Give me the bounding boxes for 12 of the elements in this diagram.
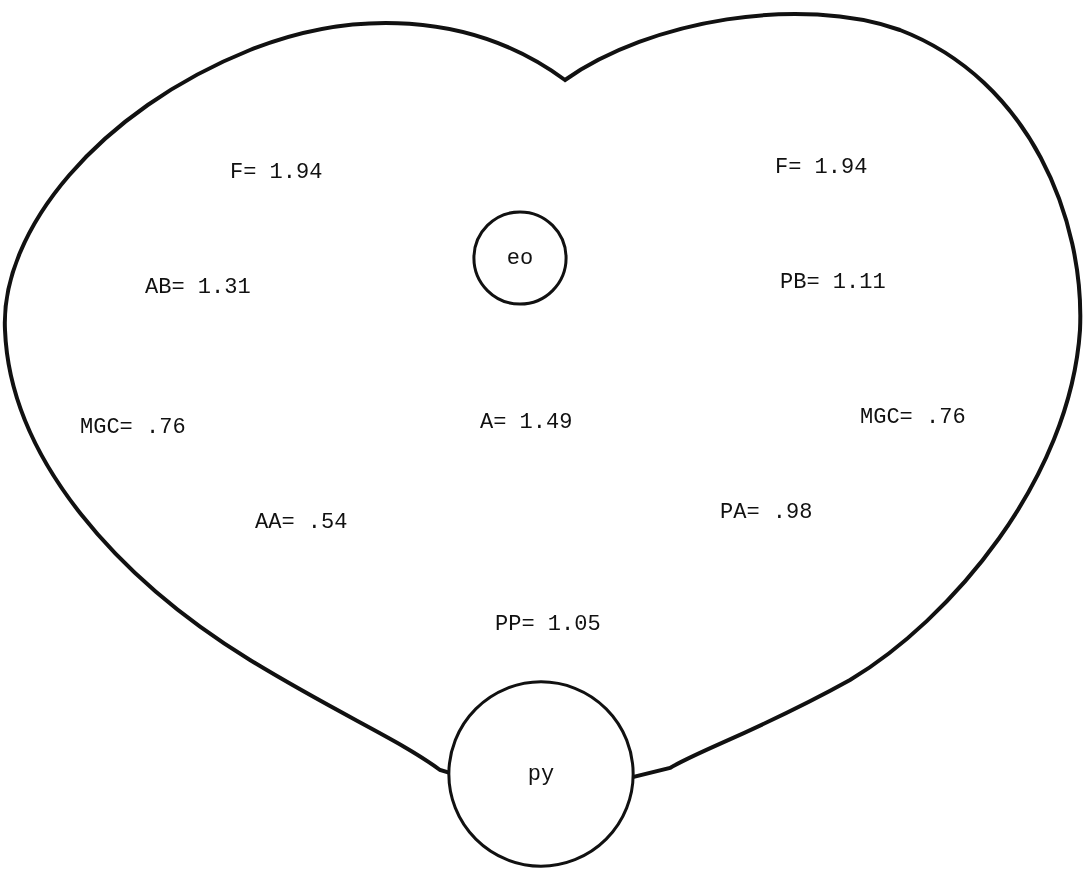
value-label: PB= 1.11 bbox=[780, 270, 886, 295]
value-label: MGC= .76 bbox=[80, 415, 186, 440]
node-label: eo bbox=[506, 245, 534, 271]
value-label: A= 1.49 bbox=[480, 410, 573, 435]
value-label: AA= .54 bbox=[255, 510, 348, 535]
node-label: py bbox=[527, 761, 555, 787]
value-label: MGC= .76 bbox=[860, 405, 966, 430]
value-label: F= 1.94 bbox=[230, 160, 323, 185]
value-label: AB= 1.31 bbox=[145, 275, 251, 300]
value-label: PP= 1.05 bbox=[495, 612, 601, 637]
value-label: F= 1.94 bbox=[775, 155, 868, 180]
value-label: PA= .98 bbox=[720, 500, 813, 525]
